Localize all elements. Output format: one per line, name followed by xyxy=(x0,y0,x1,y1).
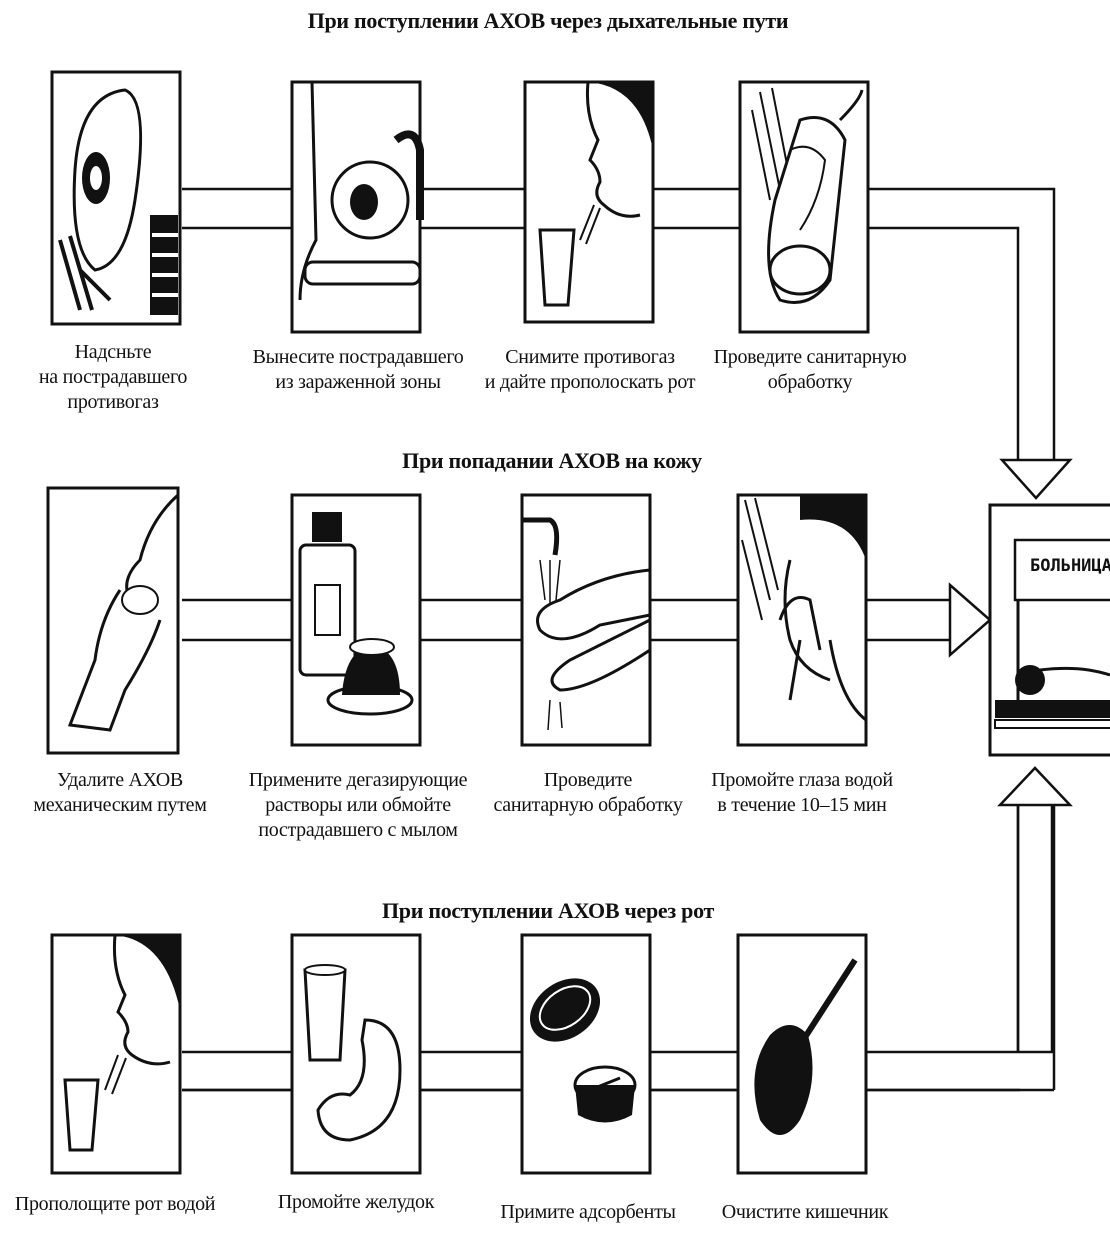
step-caption: Очистите кишечник xyxy=(722,1200,888,1225)
step-panel-oral-rinse xyxy=(52,935,180,1173)
step-panel-shower xyxy=(740,82,868,332)
step-caption: Проведите санитарную обработку xyxy=(493,768,682,818)
step-caption: Удалите АХОВ механическим путем xyxy=(33,768,206,818)
step-panel-enema xyxy=(738,935,866,1173)
step-caption: Промойте глаза водой в течение 10–15 мин xyxy=(711,768,892,818)
step-caption: Снимите противогаз и дайте прополоскать … xyxy=(485,345,696,395)
step-caption: Прополощите рот водой xyxy=(15,1192,215,1217)
step-caption: Проведите санитарную обработку xyxy=(714,345,907,395)
step-caption: Примените дегазирующие растворы или обмо… xyxy=(249,768,468,843)
section-heading-respiratory: При поступлении АХОВ через дыхательные п… xyxy=(308,8,789,34)
hospital-panel xyxy=(990,505,1110,755)
arrow-right-to-hospital xyxy=(950,585,990,655)
section-heading-skin: При попадании АХОВ на кожу xyxy=(402,448,702,474)
step-panel-wash-hands xyxy=(522,495,650,745)
step-caption: Промойте желудок xyxy=(278,1190,434,1215)
hospital-sign: БОЛЬНИЦА xyxy=(1030,556,1110,576)
step-panel-stretcher xyxy=(292,82,420,332)
arrow-down-to-hospital xyxy=(1002,460,1070,498)
step-panel-wipe xyxy=(48,488,178,753)
arrow-up-to-hospital xyxy=(1000,768,1070,805)
step-panel-tablets xyxy=(518,935,650,1173)
step-panel-rinse-mouth xyxy=(525,82,653,322)
step-panel-gas-mask xyxy=(52,72,180,324)
step-caption: Надсньте на пострадавшего противогаз xyxy=(39,340,187,415)
step-caption: Вынесите пострадавшего из зараженной зон… xyxy=(253,345,464,395)
step-panel-bottle-soap xyxy=(292,495,420,745)
step-panel-stomach xyxy=(292,935,420,1173)
section-heading-oral: При поступлении АХОВ через рот xyxy=(382,898,714,924)
step-caption: Примите адсорбенты xyxy=(500,1200,675,1225)
step-panel-wash-eyes xyxy=(738,495,866,745)
